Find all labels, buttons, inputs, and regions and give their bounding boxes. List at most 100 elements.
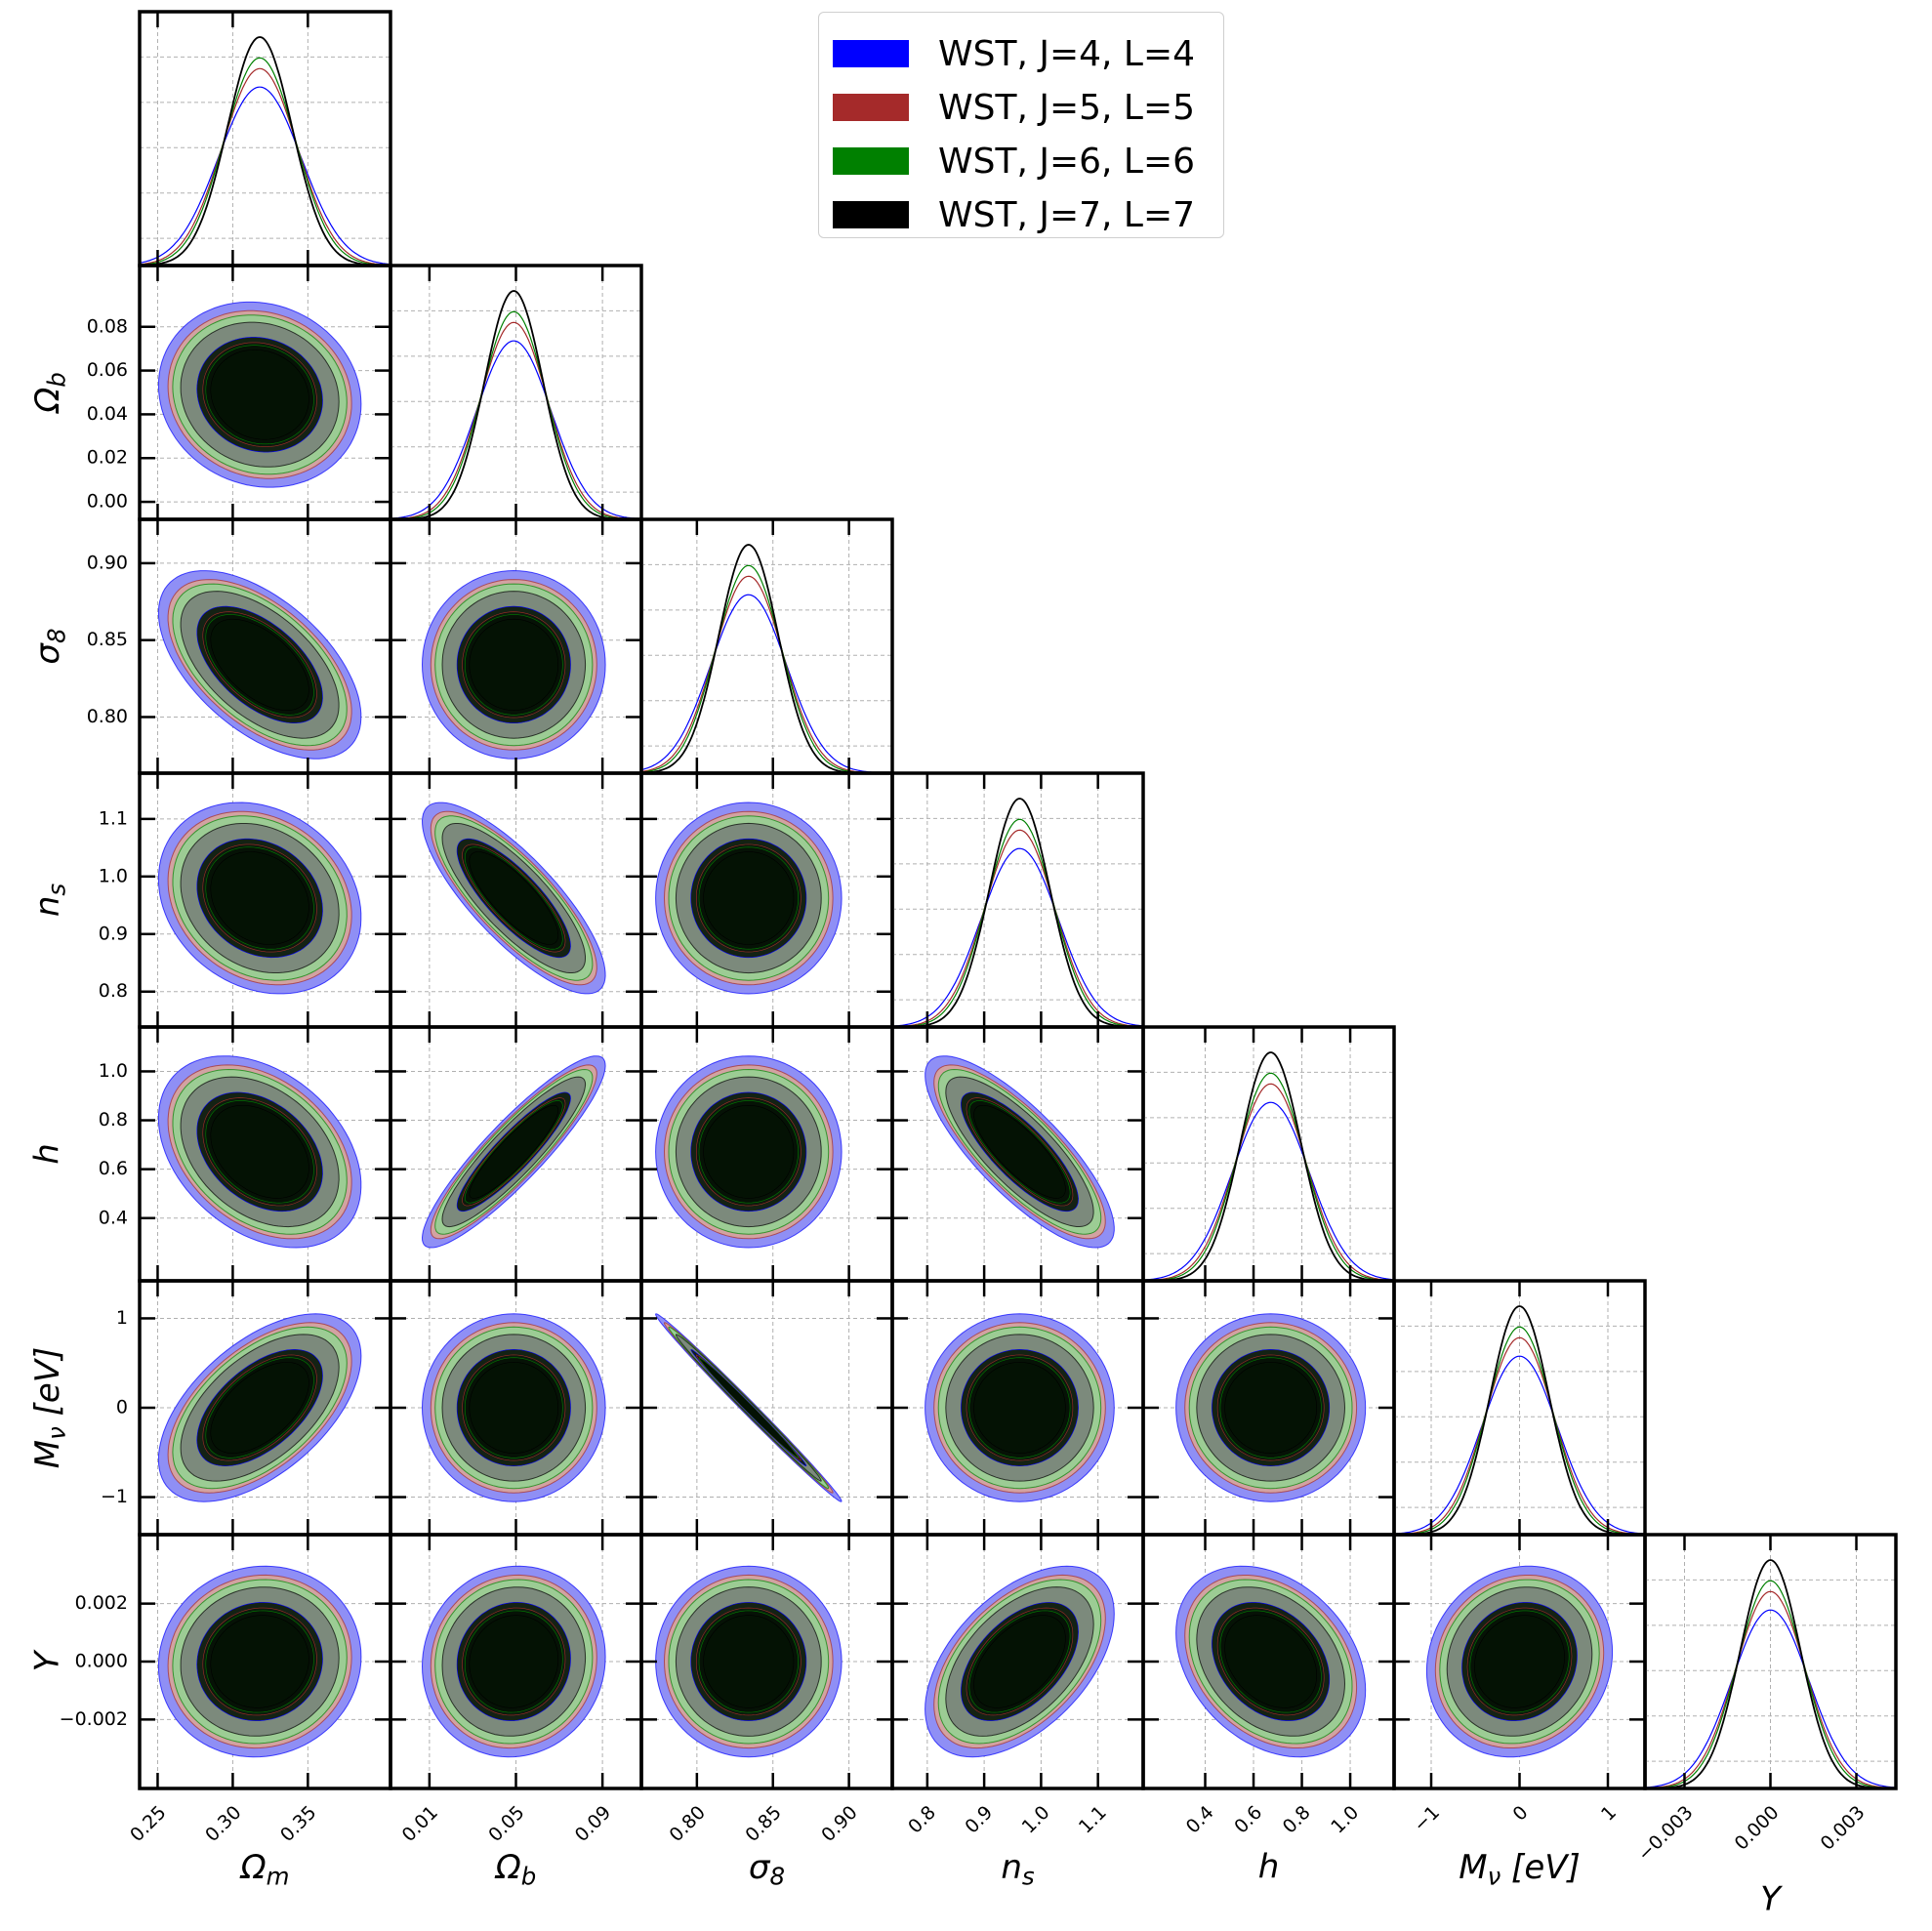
legend-swatch xyxy=(833,201,909,228)
legend-label: WST, J=6, L=6 xyxy=(938,141,1196,182)
contour-68-WST, J=7, L=7 xyxy=(703,1615,795,1708)
plot-area xyxy=(641,544,892,773)
legend: WST, J=4, L=4 WST, J=5, L=5 WST, J=6, L=… xyxy=(818,12,1224,238)
legend-entry: WST, J=4, L=4 xyxy=(833,34,1195,74)
grid xyxy=(140,12,391,266)
marginal-curve-WST, J=6, L=6 xyxy=(140,57,391,266)
plot-area xyxy=(421,1565,606,1758)
ticks xyxy=(1683,1535,1858,1788)
x-tick-label: 0.85 xyxy=(741,1802,785,1846)
ticks xyxy=(641,773,892,1027)
ticks xyxy=(1143,1535,1394,1788)
ticks xyxy=(156,12,309,266)
contour-panel-Om-s8 xyxy=(138,517,392,775)
contour-68-WST, J=7, L=7 xyxy=(210,1105,309,1199)
marginal-curve-WST, J=7, L=7 xyxy=(1394,1305,1645,1535)
marginal-curve-WST, J=7, L=7 xyxy=(391,290,641,519)
panel-frame xyxy=(1643,1533,1898,1790)
plot-area xyxy=(925,1055,1115,1249)
y-tick-label: 0.8 xyxy=(99,980,128,1002)
marginal-panel-ns xyxy=(890,771,1145,1029)
y-tick-label: −1 xyxy=(101,1486,128,1507)
contour-68-WST, J=7, L=7 xyxy=(469,1362,559,1454)
x-tick-label: −0.003 xyxy=(1633,1802,1697,1866)
plot-area xyxy=(925,1313,1115,1502)
ticks xyxy=(140,1027,391,1281)
marginal-curve-WST, J=5, L=5 xyxy=(391,321,641,519)
ticks xyxy=(641,1027,892,1281)
ticks xyxy=(391,1281,641,1535)
y-axis-label: ns xyxy=(28,883,71,918)
plot-area xyxy=(1175,1313,1367,1502)
plot-area xyxy=(1143,1051,1394,1281)
x-tick-label: 0.30 xyxy=(201,1802,245,1846)
grid xyxy=(1143,1027,1394,1281)
ticks xyxy=(391,519,641,773)
contour-panel-ns-h xyxy=(890,1025,1145,1283)
y-tick-label: 0.00 xyxy=(87,491,128,513)
ticks xyxy=(140,266,391,519)
marginal-curve-WST, J=4, L=4 xyxy=(391,340,641,519)
contour-68-WST, J=7, L=7 xyxy=(469,1105,558,1199)
plot-area xyxy=(421,801,606,995)
ticks xyxy=(1429,1281,1610,1535)
x-tick-label: 0.9 xyxy=(961,1802,997,1838)
y-tick-label: 0.04 xyxy=(87,403,128,425)
plot-area xyxy=(655,801,843,995)
marginal-curve-WST, J=6, L=6 xyxy=(1394,1326,1645,1535)
y-tick-label: 0.9 xyxy=(99,923,128,944)
plot-area xyxy=(157,570,362,760)
marginal-panel-Y xyxy=(1643,1533,1898,1790)
contour-68-WST, J=7, L=7 xyxy=(210,349,309,440)
marginal-curve-WST, J=5, L=5 xyxy=(1645,1590,1896,1788)
marginal-curve-WST, J=4, L=4 xyxy=(641,594,892,773)
contour-panel-Om-ns xyxy=(138,771,392,1029)
marginal-curve-WST, J=4, L=4 xyxy=(1394,1355,1645,1535)
marginal-curve-WST, J=5, L=5 xyxy=(140,67,391,266)
contour-68-WST, J=7, L=7 xyxy=(469,1615,558,1708)
contour-panel-Ob-Y xyxy=(389,1533,643,1790)
contour-panel-Om-Mnu xyxy=(138,1279,392,1537)
marginal-curve-WST, J=4, L=4 xyxy=(1143,1101,1394,1281)
marginal-curve-WST, J=5, L=5 xyxy=(641,575,892,773)
contour-panel-ns-Mnu xyxy=(890,1279,1145,1537)
marginal-curve-WST, J=4, L=4 xyxy=(140,86,391,266)
x-tick-label: 0.000 xyxy=(1731,1802,1784,1855)
contour-68-WST, J=7, L=7 xyxy=(210,618,309,711)
x-tick-label: 0.8 xyxy=(904,1802,940,1838)
contour-68-WST, J=7, L=7 xyxy=(973,1615,1066,1708)
ticks xyxy=(892,1281,1143,1535)
x-tick-label: 0.6 xyxy=(1230,1802,1266,1838)
y-tick-label: 0.08 xyxy=(87,315,128,337)
y-tick-label: 0.90 xyxy=(87,552,128,573)
ticks xyxy=(892,1535,1143,1788)
grid xyxy=(641,1281,892,1535)
y-tick-label: 1.1 xyxy=(99,807,128,829)
grid xyxy=(391,266,641,519)
marginal-curve-WST, J=5, L=5 xyxy=(892,829,1143,1027)
legend-swatch xyxy=(833,94,909,121)
x-axis-label: h xyxy=(1258,1848,1280,1887)
x-axis-label: ns xyxy=(1001,1848,1035,1891)
panel-frame xyxy=(639,517,894,775)
plot-area xyxy=(421,1313,606,1502)
plot-area xyxy=(157,1565,362,1758)
legend-label: WST, J=7, L=7 xyxy=(938,194,1196,235)
x-axis-label: σ8 xyxy=(749,1848,785,1891)
y-tick-label: 0.002 xyxy=(75,1592,128,1614)
ticks xyxy=(140,1281,391,1535)
x-tick-label: 0.003 xyxy=(1817,1802,1870,1855)
x-tick-label: 0.05 xyxy=(484,1802,528,1846)
grid xyxy=(892,773,1143,1027)
contour-panel-h-Y xyxy=(1141,1533,1396,1790)
x-axis-label: Ωm xyxy=(239,1848,290,1891)
y-axis-label: Ωb xyxy=(28,372,71,415)
y-tick-label: 0.80 xyxy=(87,706,128,727)
plot-area xyxy=(157,1055,362,1249)
ticks xyxy=(391,1535,641,1788)
plot-area xyxy=(925,1565,1115,1758)
x-tick-label: 0.90 xyxy=(817,1802,861,1846)
y-tick-label: 0.02 xyxy=(87,447,128,469)
contour-panel-s8-Mnu xyxy=(639,1279,894,1537)
